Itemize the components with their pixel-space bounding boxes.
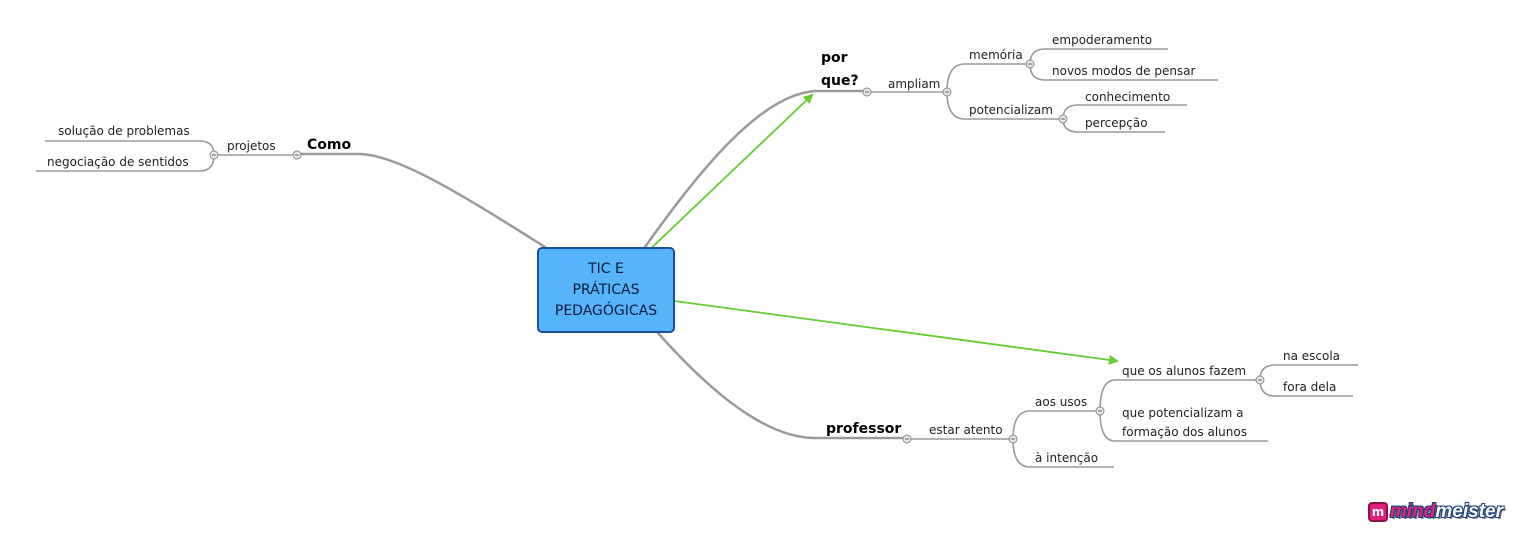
link-arrow-alunos [666,299,1119,365]
mindmeister-logo[interactable]: m mindmeister [1368,500,1503,524]
topic-negociacao-de-sentidos[interactable]: negociação de sentidos [47,155,189,169]
topic-ampliam[interactable]: ampliam [888,77,941,91]
topic-memoria[interactable]: memória [969,48,1023,62]
connector-alunos [1099,379,1260,412]
connector-solucao [45,140,215,156]
topic-professor[interactable]: professor [826,421,902,437]
connector-formacao [1099,410,1268,442]
topic-novos-modos-de-pensar[interactable]: novos modos de pensar [1052,64,1196,78]
topic-empoderamento[interactable]: empoderamento [1052,33,1153,47]
connector-como [298,152,547,249]
mindmeister-logo-icon: m [1368,502,1388,522]
topic-a-intencao[interactable]: à intenção [1035,451,1099,465]
connector-memoria [946,63,1030,93]
topic-na-escola[interactable]: na escola [1283,349,1341,363]
topic-projetos[interactable]: projetos [227,139,276,153]
topic-formacao-line1[interactable]: que potencializam a [1122,406,1244,420]
topic-formacao-line2[interactable]: formação dos alunos [1122,425,1247,439]
connector-professor [656,331,907,440]
connector-intencao [1012,438,1114,468]
topic-conhecimento[interactable]: conhecimento [1085,90,1171,104]
topic-estar-atento[interactable]: estar atento [929,423,1003,437]
connector-empoderamento [1029,48,1168,65]
connector-na-escola [1259,364,1358,381]
connector-porque [643,89,867,249]
mindmeister-logo-text: mindmeister [1390,501,1503,522]
topic-por-que-line1[interactable]: por [821,50,848,66]
topic-solucao-de-problemas[interactable]: solução de problemas [58,124,190,138]
topic-percepcao[interactable]: percepção [1085,116,1148,130]
central-topic-label: TIC E PRÁTICAS PEDAGÓGICAS [554,260,658,319]
link-arrow-porque [643,93,814,256]
topic-potencializam[interactable]: potencializam [969,103,1053,117]
connector-aos-usos [1012,410,1100,440]
topic-por-que-line2[interactable]: que? [821,73,859,89]
connector-potencializam [946,91,1063,120]
topic-como[interactable]: Como [307,137,352,153]
topic-que-os-alunos-fazem[interactable]: que os alunos fazem [1122,364,1247,378]
central-topic[interactable]: TIC E PRÁTICAS PEDAGÓGICAS [537,247,675,333]
topic-fora-dela[interactable]: fora dela [1283,380,1337,394]
topic-aos-usos[interactable]: aos usos [1035,395,1088,409]
